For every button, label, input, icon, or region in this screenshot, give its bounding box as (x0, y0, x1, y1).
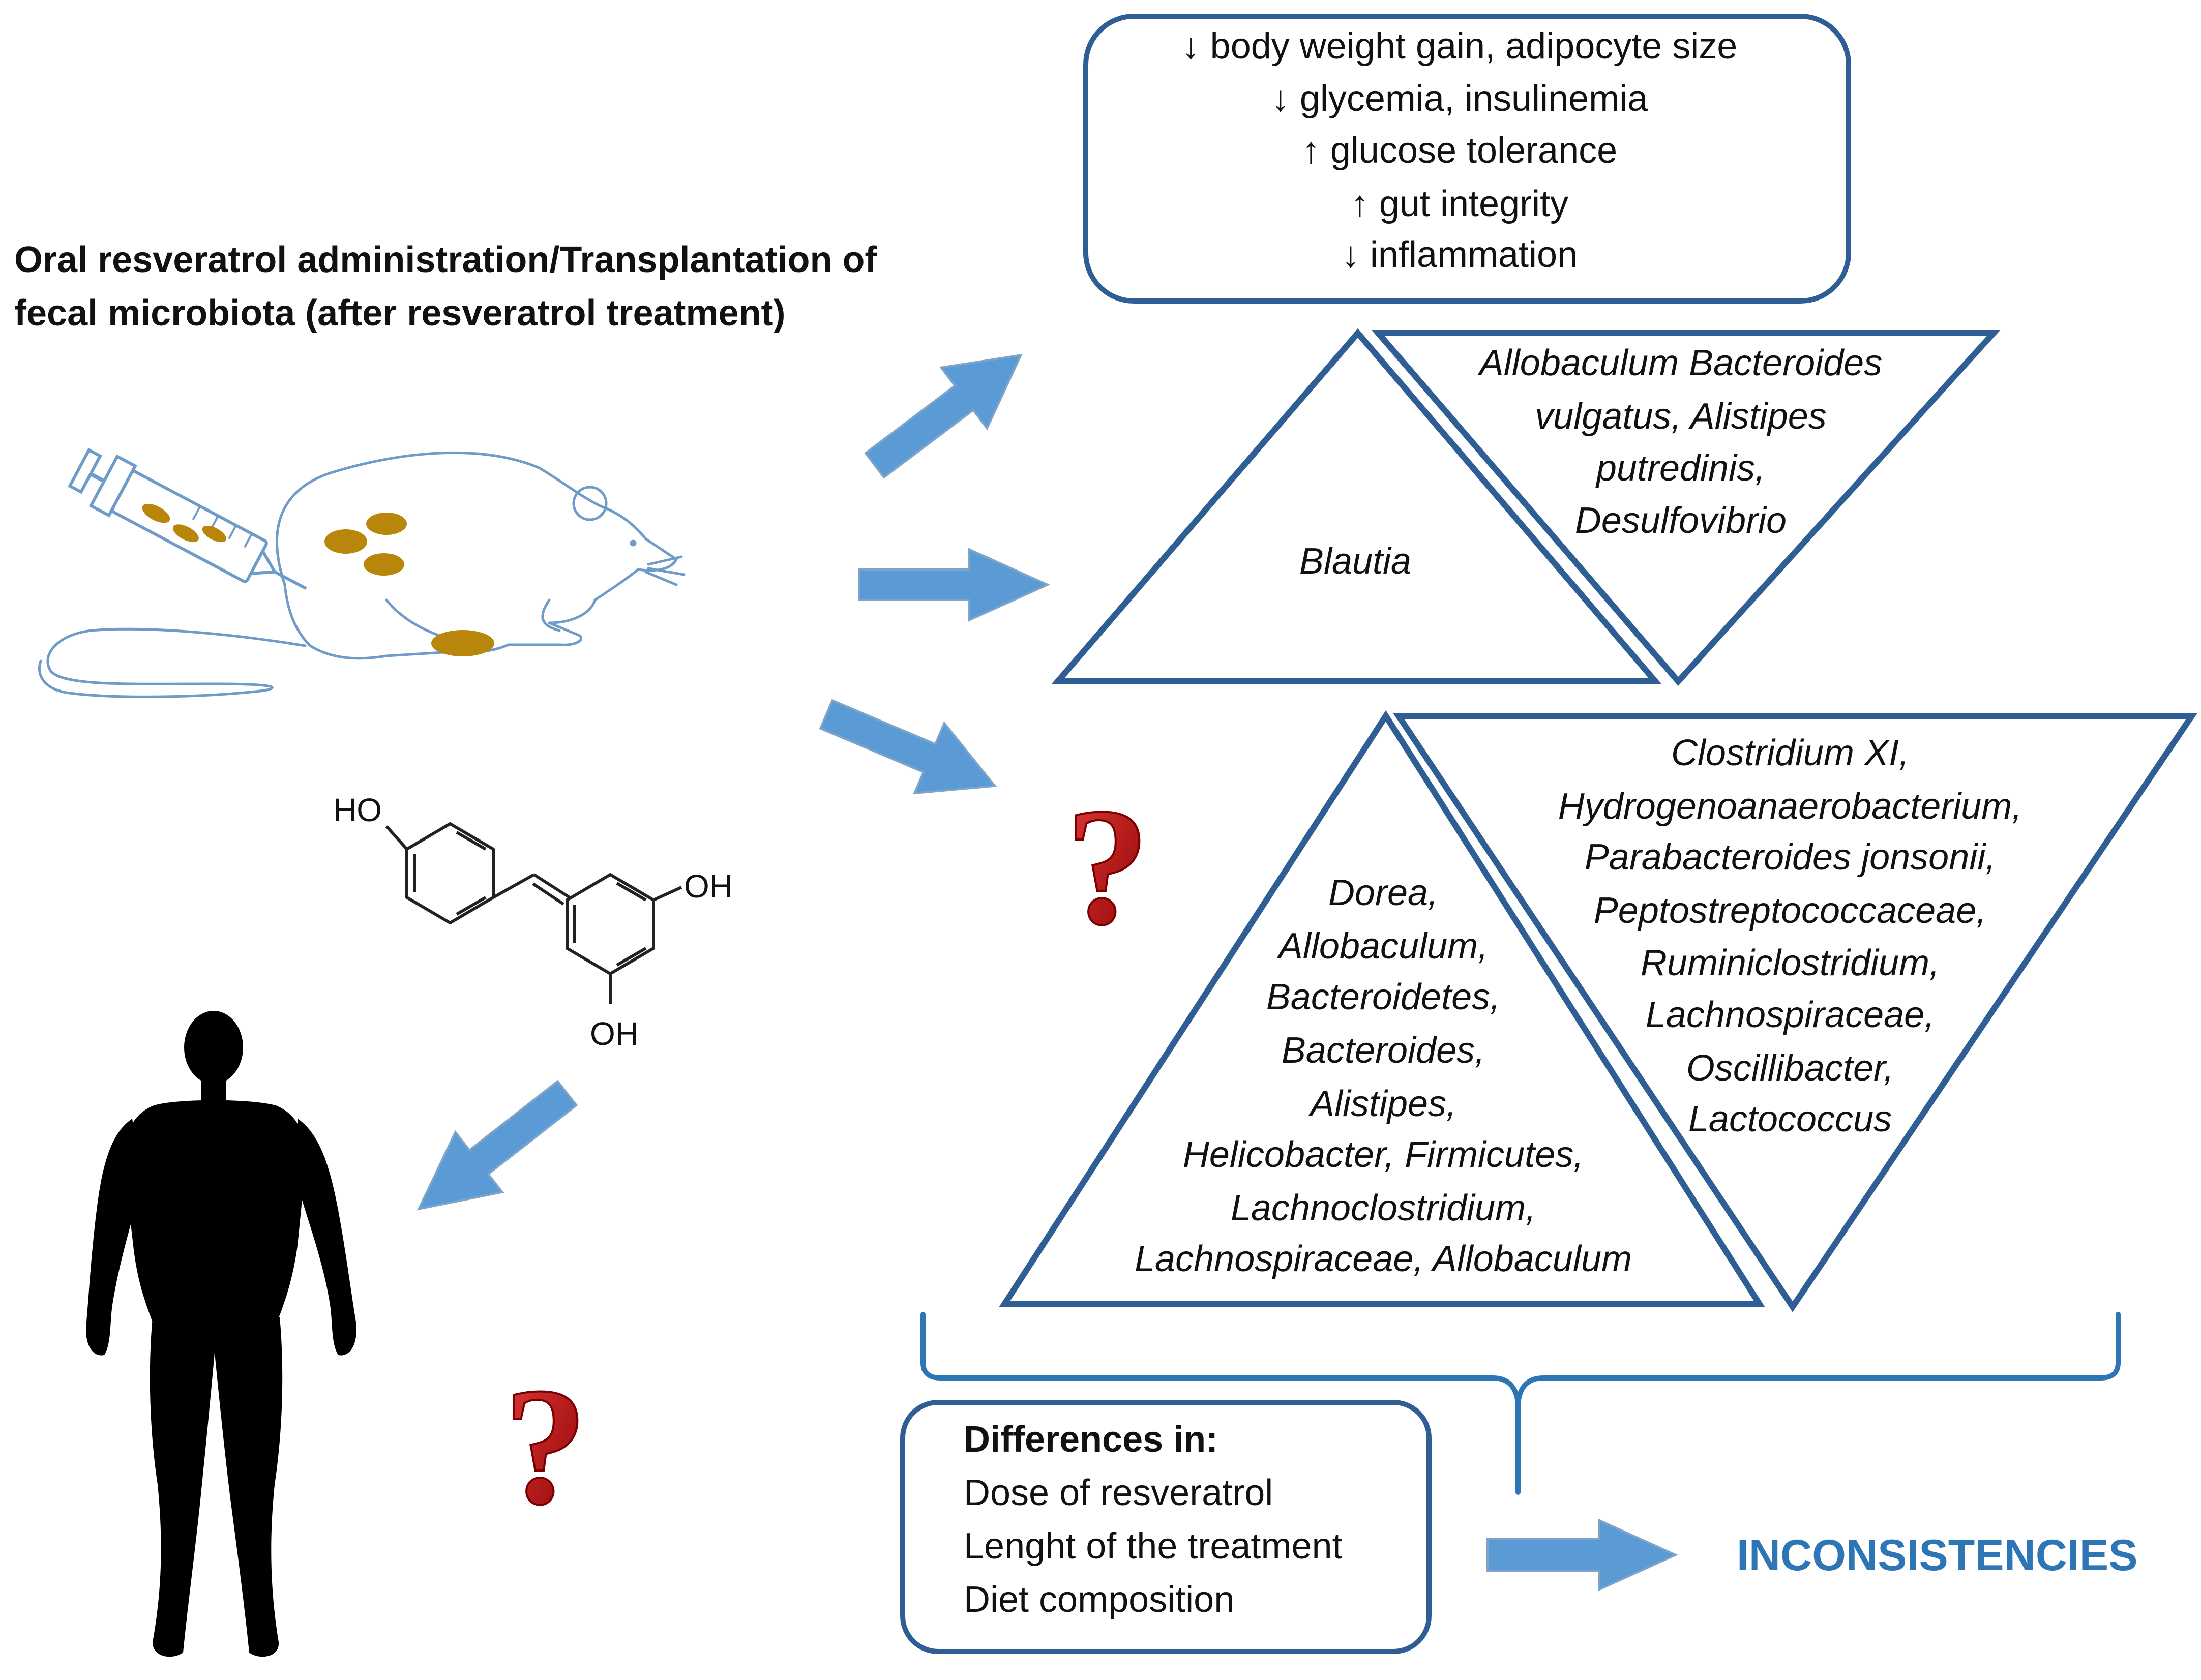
effect-item: ↓ body weight gain, adipocyte size (1182, 26, 1738, 67)
hydroxyl-label: HO (333, 792, 382, 828)
arrow-to-triangles-1 (858, 547, 1050, 622)
effects-box (1083, 14, 1851, 304)
resveratrol-molecule (385, 822, 682, 1004)
arrow-to-triangles-2 (819, 699, 997, 795)
difference-item: Lenght of the treatment (964, 1526, 1343, 1567)
syringe-icon (68, 448, 307, 590)
fecal-pellet (431, 630, 494, 656)
decreased-taxa-line: Hydrogenoanaerobacterium, (1558, 786, 2022, 827)
increased-taxa-label: Blautia (1299, 541, 1411, 582)
decreased-taxa-line: Desulfovibrio (1575, 500, 1787, 541)
effect-item: ↑ glucose tolerance (1302, 130, 1617, 171)
decreased-taxa-line: Lactococcus (1688, 1099, 1892, 1139)
decreased-taxa-line: Parabacteroides jonsonii, (1585, 837, 1996, 878)
increased-taxa-line: Dorea, (1328, 873, 1438, 913)
heading-line-1: Oral resveratrol administration/Transpla… (14, 239, 877, 280)
decreased-taxa-line: Ruminiclostridium, (1641, 943, 1940, 983)
decreased-taxa-line: Lachnospiraceae, (1646, 995, 1935, 1035)
effect-item: ↓ inflammation (1342, 234, 1578, 275)
decreased-taxa-triangle-2 (1392, 713, 2198, 1312)
increased-taxa-line: Allobaculum, (1276, 926, 1488, 967)
question-mark-icon: ? (1065, 774, 1149, 959)
difference-item: Diet composition (964, 1579, 1234, 1620)
hydroxyl-label: OH (684, 868, 733, 905)
decreased-taxa-line: putredinis, (1595, 448, 1765, 489)
fecal-pellet (366, 513, 407, 535)
question-mark-icon: ? (503, 1354, 587, 1539)
arrow-to-effects (864, 353, 1023, 479)
increased-taxa-line: Lachnoclostridium, (1231, 1188, 1536, 1228)
effect-item: ↑ gut integrity (1351, 184, 1568, 224)
increased-taxa-line: Helicobacter, Firmicutes, (1183, 1134, 1584, 1175)
decreased-taxa-line: vulgatus, Alistipes (1535, 396, 1827, 437)
increased-taxa-line: Bacteroidetes, (1266, 977, 1500, 1017)
increased-taxa-line: Lachnospiraceae, Allobaculum (1135, 1239, 1632, 1279)
differences-box (900, 1400, 1432, 1654)
arrow-to-human (417, 1079, 578, 1211)
decreased-taxa-line: Allobaculum Bacteroides (1477, 343, 1882, 383)
conclusion-label: INCONSISTENCIES (1737, 1531, 2137, 1580)
increased-taxa-line: Alistipes, (1308, 1084, 1456, 1124)
differences-title: Differences in: (964, 1419, 1218, 1460)
heading-line-2: fecal microbiota (after resveratrol trea… (14, 293, 786, 334)
increased-taxa-triangle-1 (1051, 328, 1662, 684)
decreased-taxa-line: Oscillibacter, (1686, 1048, 1894, 1089)
hydroxyl-label: OH (590, 1015, 639, 1052)
effect-item: ↓ glycemia, insulinemia (1271, 78, 1648, 119)
fecal-pellet (324, 529, 367, 554)
increased-taxa-line: Bacteroides, (1282, 1030, 1485, 1071)
grouping-brace (920, 1312, 2121, 1495)
increased-taxa-triangle-2 (998, 710, 1765, 1307)
decreased-taxa-triangle-1 (1371, 330, 2001, 686)
human-icon (86, 1011, 356, 1657)
decreased-taxa-line: Clostridium XI, (1671, 733, 1909, 773)
decreased-taxa-line: Peptostreptococcaceae, (1594, 890, 1987, 931)
difference-item: Dose of resveratrol (964, 1473, 1273, 1513)
arrow-to-conclusion (1486, 1518, 1678, 1592)
fecal-pellet (364, 553, 404, 576)
